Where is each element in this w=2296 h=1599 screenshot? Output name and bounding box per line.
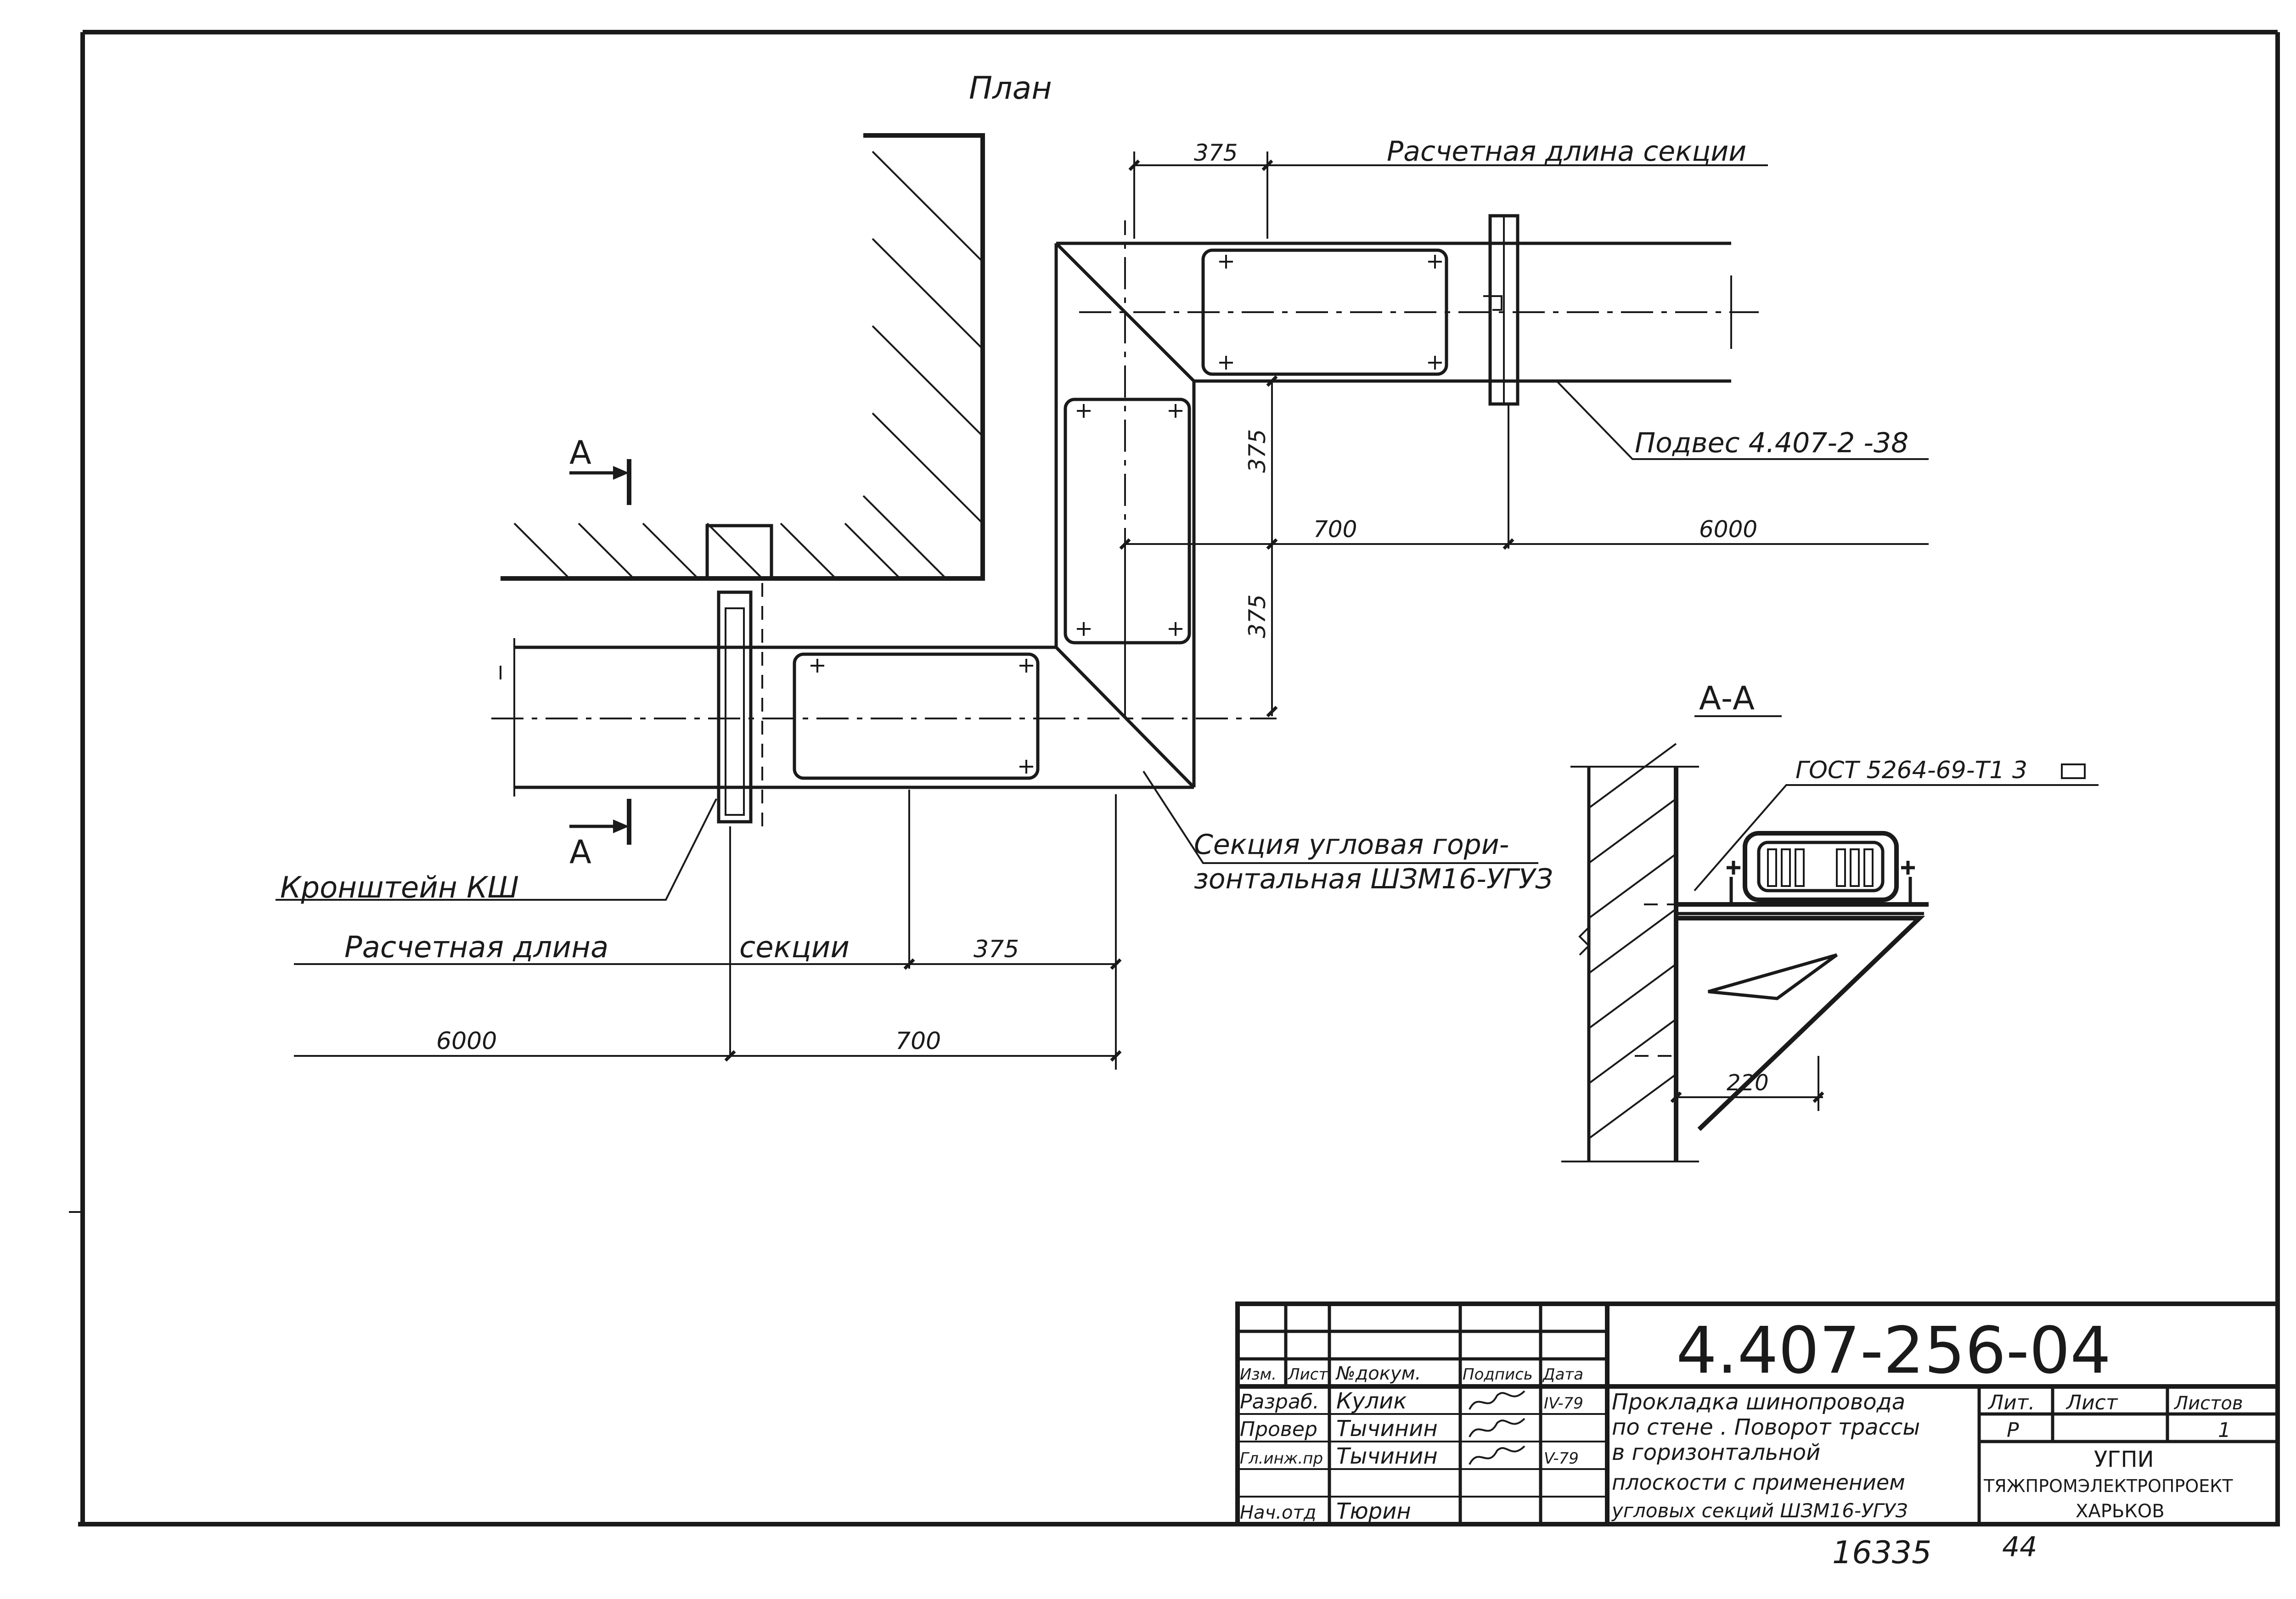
svg-text:Тычинин: Тычинин	[1336, 1416, 1438, 1442]
svg-text:Гл.инж.пр: Гл.инж.пр	[1240, 1449, 1323, 1468]
org-line-1: УГПИ	[2094, 1447, 2154, 1472]
org-line-3: ХАРЬКОВ	[2076, 1501, 2165, 1522]
section-wall	[1561, 743, 1699, 1162]
hanger-leader	[1556, 380, 1929, 460]
doc-number: 4.407-256-04	[1676, 1313, 2111, 1388]
corner-section-label-2: зонтальная ШЗМ16-УГУЗ	[1194, 863, 1553, 895]
svg-text:Кулик: Кулик	[1336, 1388, 1407, 1414]
header-date: Дата	[1542, 1365, 1583, 1384]
header-list: Лист	[1287, 1365, 1328, 1384]
calc-length-bottom-b: секции	[739, 931, 850, 965]
description: Прокладка шинопровода по стене . Поворот…	[1611, 1389, 1920, 1522]
svg-text:V-79: V-79	[1544, 1449, 1579, 1468]
footer-number: 16335	[1832, 1535, 1931, 1571]
corner-section-label-1: Секция угловая гори-	[1194, 829, 1509, 861]
sheets-header: Листов	[2173, 1393, 2243, 1414]
section-mark-bottom: А	[569, 799, 631, 871]
dim-375-top: 375	[1194, 140, 1238, 166]
dim-375-right-lower: 375	[1244, 595, 1271, 638]
title-block	[1235, 1302, 2280, 1526]
svg-text:Тюрин: Тюрин	[1336, 1498, 1411, 1524]
busway-sections	[793, 248, 1448, 780]
svg-text:А: А	[569, 434, 591, 471]
gost-label: ГОСТ 5264-69-Т1 3	[1795, 757, 2027, 784]
svg-text:Прокладка шинопровода: Прокладка шинопровода	[1612, 1389, 1905, 1415]
header-izm: Изм.	[1240, 1365, 1277, 1384]
section-title: А-А	[1699, 679, 1755, 717]
corner-section-leader	[1142, 770, 1538, 864]
dim-375-right-upper: 375	[1244, 429, 1271, 473]
dim-220: 220	[1727, 1070, 1769, 1096]
wall-hatched	[501, 133, 985, 581]
bracket-leader	[276, 798, 717, 901]
calc-length-bottom-a: Расчетная длина	[344, 931, 608, 965]
svg-text:Провер: Провер	[1240, 1418, 1317, 1441]
svg-text:А: А	[569, 833, 591, 871]
sheet-header: Лист	[2065, 1391, 2118, 1414]
header-sign: Подпись	[1463, 1365, 1533, 1384]
dimension-ticks	[724, 159, 1514, 1062]
svg-text:Нач.отд: Нач.отд	[1240, 1502, 1316, 1523]
dim-700-bottom: 700	[895, 1027, 941, 1055]
signature-rows: Разраб. Кулик IV-79 Провер Тычинин Гл.ин…	[1240, 1388, 1583, 1524]
plan-title: План	[969, 70, 1052, 107]
dim-6000-mid: 6000	[1699, 516, 1757, 543]
section-bracket	[1635, 902, 1929, 1131]
svg-text:Тычинин: Тычинин	[1336, 1443, 1438, 1469]
dim-375-bottom: 375	[974, 936, 1019, 963]
svg-text:Разраб.: Разраб.	[1240, 1390, 1319, 1414]
bracket-ksh	[705, 524, 773, 826]
header-doc-no: №докум.	[1335, 1363, 1421, 1384]
svg-text:плоскости с применением: плоскости с применением	[1612, 1470, 1905, 1495]
svg-text:угловых секций ШЗМ16-УГУЗ: угловых секций ШЗМ16-УГУЗ	[1611, 1499, 1908, 1522]
lit-header: Лит.	[1987, 1391, 2035, 1414]
weld-symbol	[2061, 763, 2086, 779]
dim-700-mid: 700	[1313, 516, 1357, 543]
hanger-label: Подвес 4.407-2 -38	[1635, 427, 1908, 459]
busway-route	[491, 220, 1759, 789]
section-busbar	[1727, 831, 1915, 902]
org-line-2: ТЯЖПРОМЭЛЕКТРОПРОЕКТ	[1983, 1476, 2233, 1496]
sheets-value: 1	[2218, 1419, 2231, 1442]
section-dimension-220	[1670, 1056, 1824, 1111]
svg-text:IV-79: IV-79	[1544, 1394, 1583, 1413]
hanger	[1483, 214, 1519, 406]
svg-text:в горизонтальной: в горизонтальной	[1612, 1440, 1820, 1465]
dim-6000-bottom: 6000	[436, 1027, 497, 1055]
lit-value: Р	[2007, 1419, 2019, 1442]
footer-page: 44	[2002, 1531, 2037, 1563]
svg-text:по стене . Поворот трассы: по стене . Поворот трассы	[1612, 1414, 1920, 1440]
section-mark-top: А	[569, 434, 631, 505]
gost-leader	[1694, 784, 2099, 892]
calc-length-top: Расчетная длина секции	[1387, 135, 1746, 168]
signatures	[1469, 1390, 1525, 1465]
